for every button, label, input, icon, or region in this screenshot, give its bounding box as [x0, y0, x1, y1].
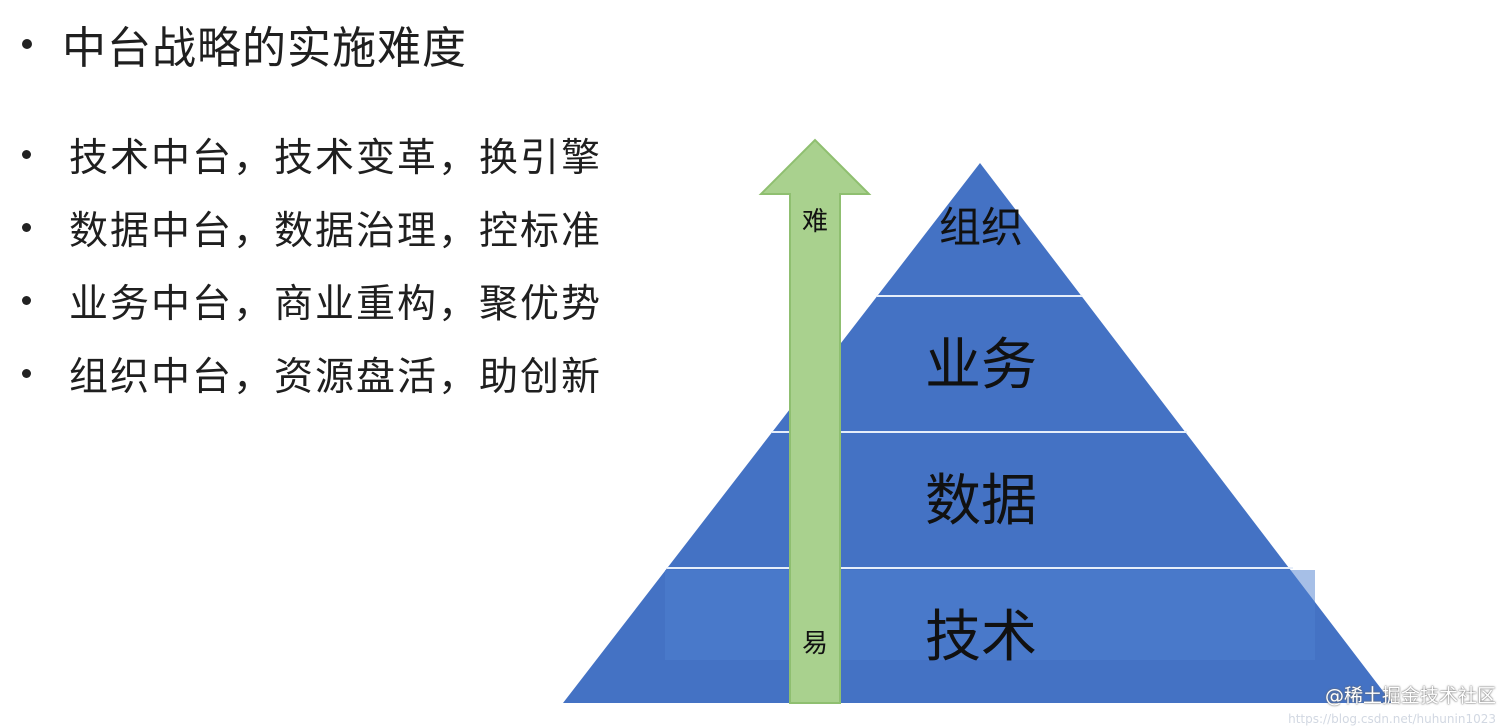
list-item-text: 技术中台，技术变革，换引擎 [69, 135, 603, 181]
bullet-dot [22, 369, 31, 378]
watermark: @稀土掘金技术社区 [1324, 685, 1496, 707]
title-row: 中台战略的实施难度 [22, 14, 467, 74]
strategy-list: 技术中台，技术变革，换引擎 数据中台，数据治理，控标准 业务中台，商业重构，聚优… [22, 118, 602, 410]
list-item-text: 组织中台，资源盘活，助创新 [69, 354, 603, 400]
bullet-dot [22, 39, 32, 49]
page-title: 中台战略的实施难度 [62, 23, 467, 74]
list-item: 组织中台，资源盘活，助创新 [22, 337, 602, 410]
bullet-dot [22, 150, 31, 159]
list-item-text: 数据中台，数据治理，控标准 [69, 208, 603, 254]
list-item-text: 业务中台，商业重构，聚优势 [69, 281, 603, 327]
layer-label-tech: 技术 [925, 605, 1037, 670]
layer-label-business: 业务 [925, 333, 1037, 398]
bullet-dot [22, 223, 31, 232]
list-item: 数据中台，数据治理，控标准 [22, 191, 602, 264]
list-item: 技术中台，技术变革，换引擎 [22, 118, 602, 191]
arrow-label-hard: 难 [802, 207, 828, 237]
arrow-label-easy: 易 [802, 629, 828, 659]
pyramid-base-shade [665, 570, 1315, 660]
url-watermark: https://blog.csdn.net/huhunin1023 [1288, 712, 1496, 726]
layer-label-data: 数据 [925, 469, 1037, 534]
difficulty-arrow [758, 138, 872, 704]
bullet-dot [22, 296, 31, 305]
layer-label-org: 组织 [939, 203, 1023, 252]
list-item: 业务中台，商业重构，聚优势 [22, 264, 602, 337]
